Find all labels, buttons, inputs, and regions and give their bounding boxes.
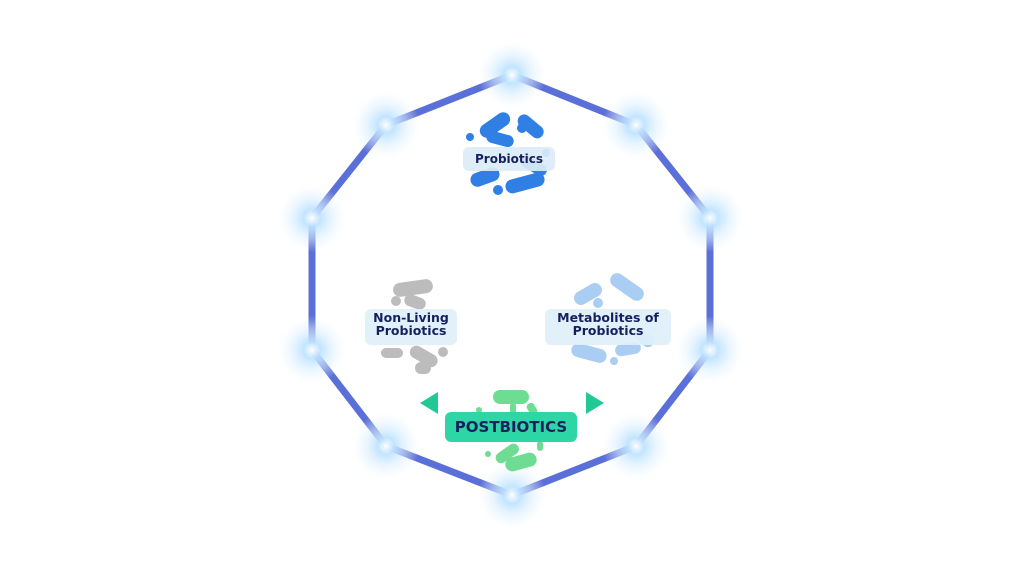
vertex-glow bbox=[602, 412, 670, 480]
postbiotics-label: POSTBIOTICS bbox=[445, 412, 577, 442]
vertex-glow bbox=[352, 412, 420, 480]
metabolites-of-probiotics-label: Metabolites of Probiotics bbox=[545, 309, 671, 345]
vertex-glow bbox=[676, 316, 744, 384]
vertex-glow bbox=[278, 184, 346, 252]
vertex-glow bbox=[352, 91, 420, 159]
vertex-glow bbox=[676, 184, 744, 252]
arrow-from-non-living bbox=[420, 392, 438, 414]
metabolites-label-line-2: Probiotics bbox=[572, 323, 644, 339]
vertex-glow bbox=[478, 461, 546, 529]
metabolites-bacteria-icon bbox=[571, 273, 654, 365]
probiotics-bacteria-icon bbox=[466, 112, 550, 195]
non-living-probiotics-label: Non-Living Probiotics bbox=[365, 309, 457, 345]
postbiotics-bacteria-icon bbox=[476, 390, 543, 472]
vertex-glow bbox=[478, 41, 546, 109]
non-living-label-line-1: Non-Living bbox=[373, 310, 449, 325]
vertex-glow bbox=[278, 316, 346, 384]
non-living-label-line-2: Probiotics bbox=[375, 323, 447, 339]
arrow-from-metabolites bbox=[586, 392, 604, 414]
metabolites-label-line-1: Metabolites of bbox=[557, 310, 659, 325]
non-living-bacteria-icon bbox=[381, 279, 448, 374]
vertex-glow bbox=[602, 91, 670, 159]
frame-vertex-glows bbox=[278, 41, 744, 529]
probiotics-label: Probiotics bbox=[463, 147, 555, 171]
